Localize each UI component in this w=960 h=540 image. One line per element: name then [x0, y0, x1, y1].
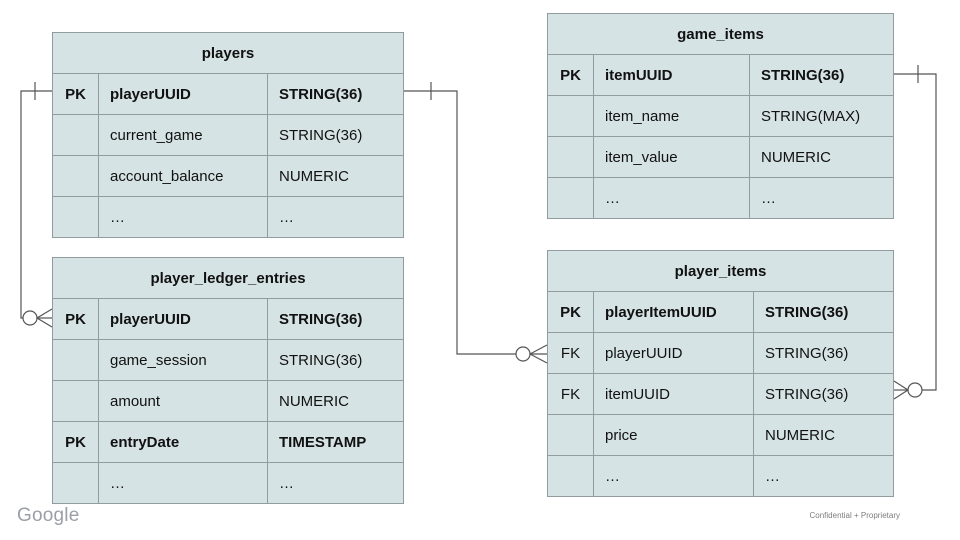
- table-row: price NUMERIC: [548, 414, 893, 455]
- cell-column-name: amount: [99, 381, 268, 421]
- cell-data-type: NUMERIC: [761, 148, 831, 166]
- table-row: current_game STRING(36): [53, 114, 403, 155]
- cell-key: [53, 156, 99, 196]
- cell-column-name: …: [99, 463, 268, 503]
- cell-key: [53, 115, 99, 155]
- cell-column-name: itemUUID: [594, 374, 754, 414]
- cell-data-type: STRING(36): [279, 310, 363, 328]
- cell-data-type: …: [279, 208, 294, 226]
- cell-key: [53, 381, 99, 421]
- table-title-players: players: [201, 44, 255, 62]
- crow-foot-icon: [893, 380, 909, 400]
- cell-data-type: STRING(36): [279, 351, 363, 369]
- cell-key: PK: [548, 292, 594, 332]
- cell-column-name: playerUUID: [99, 74, 268, 114]
- cell-key: PK: [53, 74, 99, 114]
- cell-data-type: STRING(36): [765, 385, 849, 403]
- cell-key: [53, 463, 99, 503]
- cell-column-name: …: [594, 456, 754, 496]
- table-row: ……: [53, 462, 403, 503]
- cell-key: [548, 178, 594, 218]
- cell-key: PK: [53, 422, 99, 462]
- relationship-line: [894, 73, 937, 391]
- relationship-players-player-items: [404, 82, 548, 364]
- cell-data-type: STRING(36): [761, 66, 845, 84]
- cell-key: [548, 415, 594, 455]
- cell-column-name: entryDate: [99, 422, 268, 462]
- cell-data-type: STRING(MAX): [761, 107, 861, 125]
- cell-data-type: NUMERIC: [279, 392, 349, 410]
- table-title-player-ledger-entries: player_ledger_entries: [150, 269, 306, 287]
- cell-key: FK: [548, 333, 594, 373]
- table-title-player-items: player_items: [674, 262, 767, 280]
- table-row: item_value NUMERIC: [548, 136, 893, 177]
- crow-foot-icon: [529, 344, 548, 364]
- table-row: item_name STRING(MAX): [548, 95, 893, 136]
- zero-circle-icon: [907, 382, 923, 398]
- cell-column-name: price: [594, 415, 754, 455]
- cell-data-type: STRING(36): [765, 344, 849, 362]
- cell-key: FK: [548, 374, 594, 414]
- table-row: game_session STRING(36): [53, 339, 403, 380]
- cell-column-name: …: [594, 178, 750, 218]
- cell-column-name: …: [99, 197, 268, 237]
- cell-column-name: game_session: [99, 340, 268, 380]
- cell-data-type: NUMERIC: [765, 426, 835, 444]
- google-logo: Google: [17, 505, 80, 526]
- cell-data-type: STRING(36): [279, 85, 363, 103]
- confidential-note: Confidential + Proprietary: [809, 511, 901, 520]
- relationship-game-items-player-items: [893, 65, 937, 400]
- cell-key: PK: [548, 55, 594, 95]
- cell-data-type: …: [765, 467, 780, 485]
- crow-foot-icon: [36, 308, 53, 328]
- cell-data-type: TIMESTAMP: [279, 433, 367, 451]
- zero-circle-icon: [22, 310, 38, 326]
- relationship-line: [404, 90, 516, 355]
- cell-column-name: account_balance: [99, 156, 268, 196]
- cell-key: [548, 137, 594, 177]
- table-row: ……: [548, 455, 893, 496]
- cell-data-type: STRING(36): [765, 303, 849, 321]
- cell-key: PK: [53, 299, 99, 339]
- cell-column-name: item_value: [594, 137, 750, 177]
- cell-column-name: itemUUID: [594, 55, 750, 95]
- cell-column-name: playerItemUUID: [594, 292, 754, 332]
- table-row: ……: [53, 196, 403, 237]
- table-title-game-items: game_items: [677, 25, 764, 43]
- cell-data-type: …: [761, 189, 776, 207]
- cell-key: [548, 96, 594, 136]
- zero-circle-icon: [515, 346, 531, 362]
- cell-key: [548, 456, 594, 496]
- table-row: amount NUMERIC: [53, 380, 403, 421]
- relationship-line: [20, 90, 52, 319]
- cell-data-type: STRING(36): [279, 126, 363, 144]
- cell-key: [53, 197, 99, 237]
- cell-data-type: …: [279, 474, 294, 492]
- table-row: ……: [548, 177, 893, 218]
- cell-column-name: item_name: [594, 96, 750, 136]
- relationship-players-ledger: [20, 82, 53, 328]
- cell-column-name: current_game: [99, 115, 268, 155]
- table-row: account_balance NUMERIC: [53, 155, 403, 196]
- cell-data-type: NUMERIC: [279, 167, 349, 185]
- cell-column-name: playerUUID: [594, 333, 754, 373]
- cell-key: [53, 340, 99, 380]
- cell-column-name: playerUUID: [99, 299, 268, 339]
